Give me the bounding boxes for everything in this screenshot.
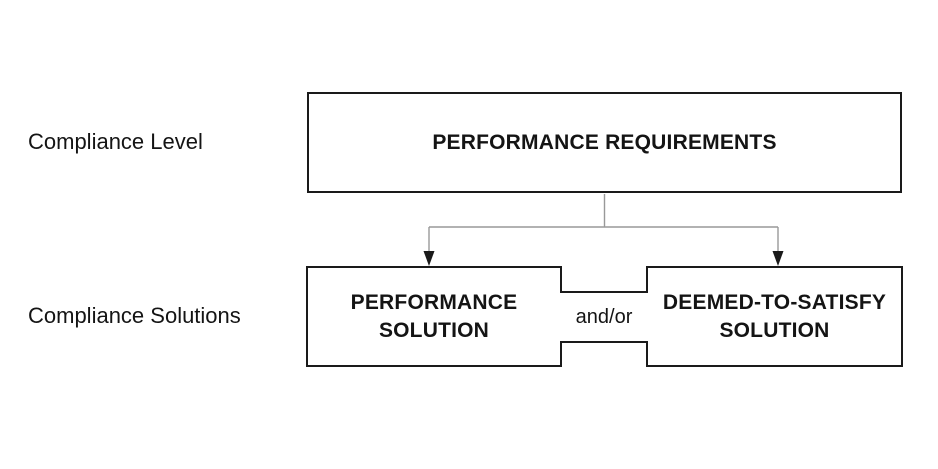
arrow-down-left-icon [423, 251, 435, 266]
performance-requirements-title: PERFORMANCE REQUIREMENTS [432, 130, 777, 154]
deemed-to-satisfy-title-line2: SOLUTION [719, 319, 830, 342]
compliance-level-label: Compliance Level [28, 129, 203, 154]
deemed-to-satisfy-title-line1: DEEMED-TO-SATISFY [662, 291, 887, 314]
deemed-to-satisfy-solution-box: DEEMED-TO-SATISFY SOLUTION [647, 267, 902, 367]
arrow-down-right-icon [772, 251, 784, 266]
and-or-connector-label: and/or [575, 305, 633, 328]
compliance-solutions-label: Compliance Solutions [28, 303, 241, 328]
solutions-compound-box [306, 266, 903, 367]
performance-requirements-box: PERFORMANCE REQUIREMENTS [307, 92, 902, 193]
performance-solution-box: PERFORMANCE SOLUTION [307, 267, 561, 367]
performance-solution-title-line2: SOLUTION [378, 319, 490, 342]
performance-solution-title-line1: PERFORMANCE [350, 291, 518, 314]
